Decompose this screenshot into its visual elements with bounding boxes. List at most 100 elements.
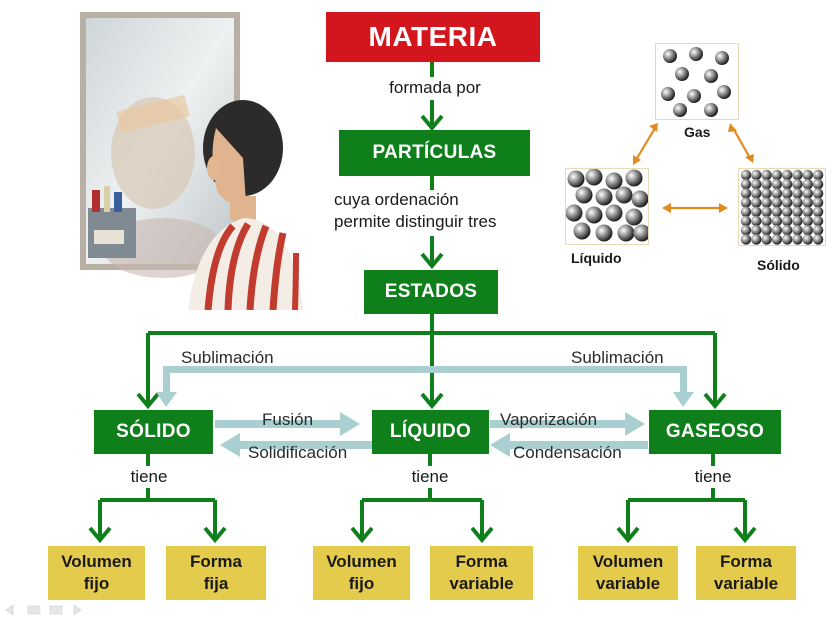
solid-particle — [761, 206, 772, 217]
property-box: Forma fija — [166, 546, 266, 600]
solid-particle — [771, 225, 783, 236]
solidificacion-label: Solidificación — [248, 443, 348, 462]
solid-particle — [761, 215, 772, 227]
solid-particle — [751, 197, 762, 208]
liquid-particle — [573, 222, 591, 240]
liquid-particle — [617, 224, 635, 242]
property-line2: fijo — [348, 574, 375, 593]
property-box: Volumen fijo — [313, 546, 410, 600]
solid-particle — [771, 169, 783, 181]
solid-particle — [782, 197, 793, 208]
solid-particle — [802, 188, 813, 199]
solid-particle — [802, 215, 813, 227]
liquid-particle — [595, 188, 613, 206]
vaporizacion-label: Vaporización — [500, 410, 598, 429]
solid-particle — [740, 234, 752, 245]
solid-particle — [751, 215, 762, 227]
liquido-box: LÍQUIDO — [372, 410, 489, 454]
liquid-particle — [585, 206, 603, 224]
liquid-particle — [631, 190, 649, 208]
solid-particles-icon — [740, 169, 824, 245]
solid-particle — [740, 206, 752, 217]
solid-particle — [751, 169, 762, 181]
estados-box: ESTADOS — [364, 270, 498, 314]
property-box: Volumen fijo — [48, 546, 145, 600]
solid-particle — [782, 225, 793, 236]
property-line1: Volumen — [61, 552, 132, 571]
solid-particle — [782, 206, 793, 217]
property-line1: Forma — [190, 552, 242, 571]
solid-particle — [792, 225, 803, 236]
solid-particle — [812, 234, 824, 245]
solid-particle — [751, 206, 762, 217]
solid-particle — [740, 188, 752, 199]
tiene-solido-label: tiene — [130, 467, 168, 486]
solid-particle — [782, 169, 793, 181]
materia-box: MATERIA — [326, 12, 540, 62]
solid-particle — [812, 188, 824, 199]
solid-particle — [761, 188, 772, 199]
gas-particles-square — [655, 43, 739, 120]
solid-particle — [771, 197, 783, 208]
condensacion-label: Condensación — [513, 443, 622, 462]
solid-particle — [740, 197, 752, 208]
liquid-particle — [625, 169, 643, 187]
boy-mirror-illustration — [80, 12, 303, 310]
property-line1: Volumen — [326, 552, 397, 571]
solid-particle — [792, 234, 803, 245]
liquid-particles-icon — [565, 168, 651, 242]
property-line2: fijo — [83, 574, 110, 593]
property-line2: fija — [203, 574, 229, 593]
property-box: Volumen variable — [578, 546, 678, 600]
property-line2: variable — [713, 574, 779, 593]
solid-particle — [802, 197, 813, 208]
solid-particle — [761, 197, 772, 208]
property-line1: Volumen — [592, 552, 664, 571]
solid-particle — [812, 215, 824, 227]
prev-arrow-icon[interactable] — [5, 604, 14, 616]
solid-particle — [740, 225, 752, 236]
solid-particle — [740, 179, 752, 190]
solid-particle — [751, 188, 762, 199]
pen-icon[interactable] — [27, 605, 41, 615]
solid-particle — [771, 179, 783, 190]
solid-particle — [771, 215, 783, 227]
liquid-particle — [633, 224, 651, 242]
solid-particle — [792, 197, 803, 208]
solid-particle — [792, 169, 803, 181]
next-arrow-icon[interactable] — [73, 604, 82, 616]
ordenacion-line2-label: permite distinguir tres — [334, 212, 497, 231]
solid-particle — [792, 188, 803, 199]
sublimacion-right-label: Sublimación — [571, 348, 664, 367]
solid-particle — [812, 225, 824, 236]
solid-particle — [782, 179, 793, 190]
liquid-particle — [625, 208, 643, 226]
property-line1: Forma — [455, 552, 508, 571]
liquid-particle — [595, 224, 613, 242]
solid-particle — [802, 234, 813, 245]
property-box: Forma variable — [696, 546, 796, 600]
solid-particle — [761, 234, 772, 245]
solid-particle — [771, 234, 783, 245]
fusion-label: Fusión — [262, 410, 314, 429]
property-line1: Forma — [720, 552, 772, 571]
solid-particle — [740, 169, 752, 181]
liquid-particle — [565, 204, 583, 222]
solid-particle — [782, 215, 793, 227]
property-line2: variable — [595, 574, 661, 593]
liquid-particle — [567, 170, 585, 188]
liquid-label: Líquido — [571, 250, 622, 266]
gas-particles-icon — [661, 47, 731, 117]
ordenacion-line1-label: cuya ordenación — [334, 190, 459, 209]
solid-particle — [771, 206, 783, 217]
solid-particle — [761, 169, 772, 181]
solid-particle — [751, 234, 762, 245]
tiene-liquido-label: tiene — [411, 467, 449, 486]
solid-particle — [812, 179, 824, 190]
particulas-box: PARTÍCULAS — [339, 130, 530, 176]
menu-icon[interactable] — [49, 605, 63, 615]
liquid-particles-square — [565, 168, 651, 245]
solid-particle — [812, 206, 824, 217]
